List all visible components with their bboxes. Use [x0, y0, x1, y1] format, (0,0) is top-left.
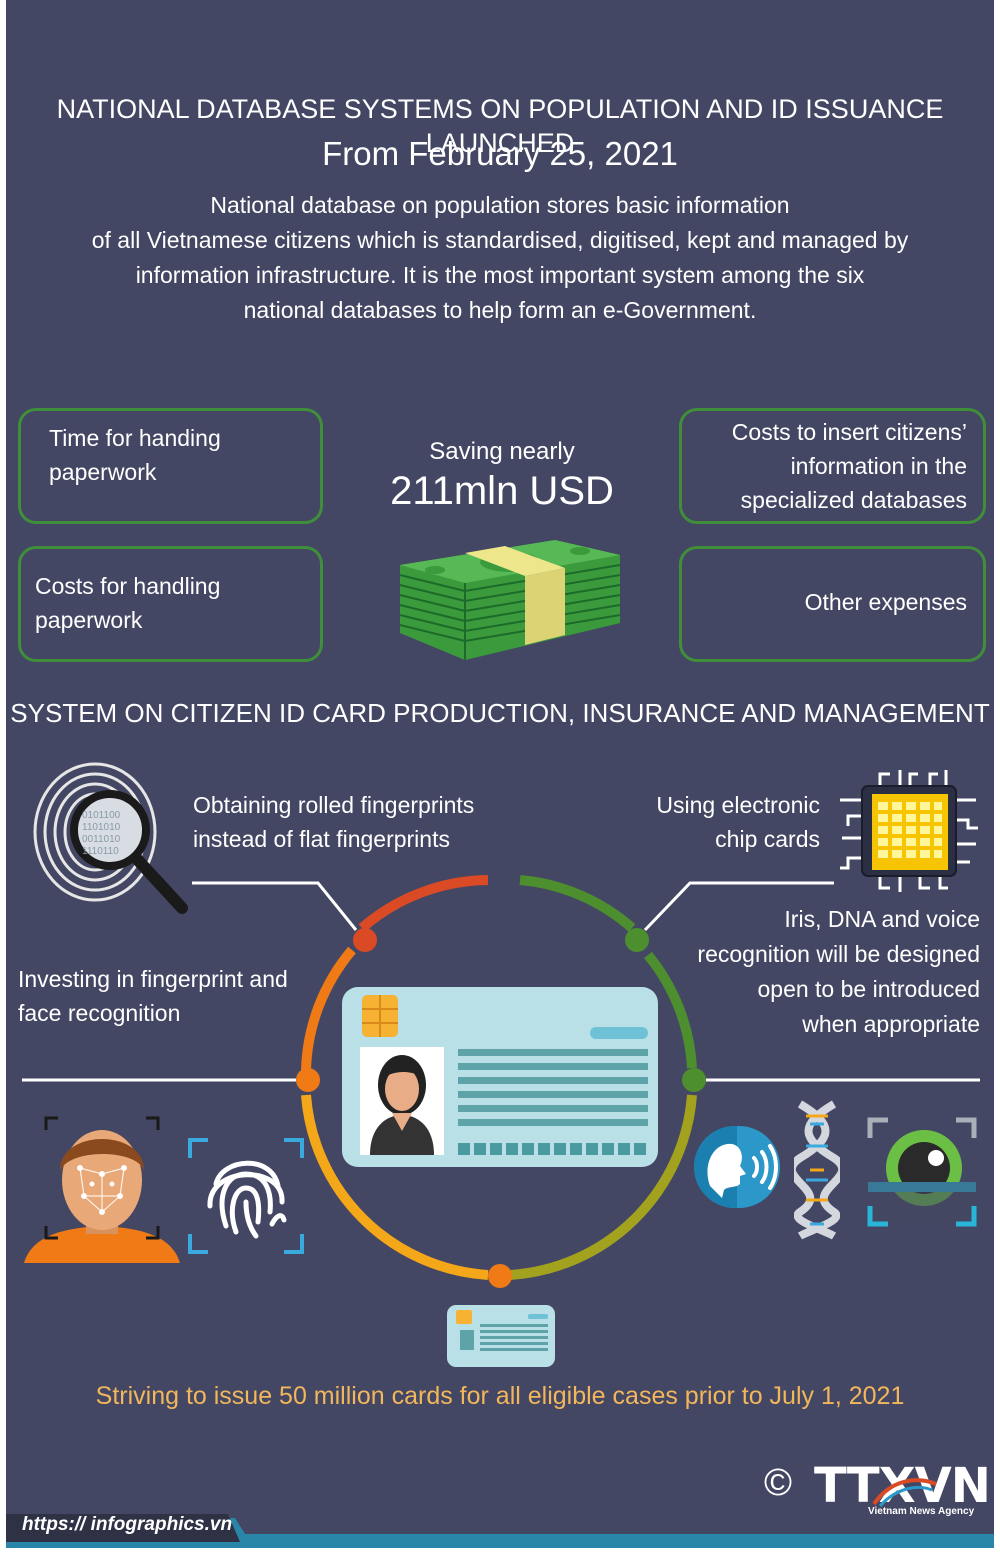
box-line: Other expenses [804, 589, 967, 615]
box-line: paperwork [35, 607, 143, 633]
box-line: specialized databases [740, 487, 967, 513]
ring-segment-green-right [644, 951, 697, 1069]
intro-line: National database on population stores b… [210, 192, 790, 218]
caption-line: face recognition [18, 1000, 181, 1026]
ring-segment-orange [301, 946, 356, 1071]
caption-line: Using electronic [656, 792, 820, 818]
caption-line: Investing in fingerprint and [18, 966, 288, 992]
ring-node [488, 1264, 512, 1288]
box-line: Costs to insert citizens’ [731, 419, 967, 445]
caption-line: open to be introduced [757, 976, 980, 1002]
ring-segment-olive [509, 1094, 697, 1280]
fingerprint-scan-icon [188, 1138, 304, 1254]
small-id-card-icon [447, 1305, 555, 1367]
voice-recognition-icon [694, 1126, 780, 1208]
intro-line: national databases to help form an e-Gov… [243, 297, 757, 323]
caption-line: when appropriate [802, 1011, 980, 1037]
chip-icon [840, 770, 978, 892]
ring-node [296, 1068, 320, 1092]
intro-paragraph: National database on population stores b… [6, 188, 994, 328]
saving-amount: 211mln USD [390, 469, 614, 513]
copyright-symbol: © [764, 1462, 792, 1504]
money-stack-icon [399, 540, 621, 660]
id-system-heading: SYSTEM ON CITIZEN ID CARD PRODUCTION, IN… [10, 698, 990, 728]
saving-box-database-costs: Costs to insert citizens’ information in… [679, 408, 986, 524]
iris-scan-icon [867, 1117, 977, 1227]
svg-text:0011010: 0011010 [82, 834, 121, 845]
biometrics-caption: Iris, DNA and voice recognition will be … [640, 902, 980, 1042]
saving-box-other-expenses: Other expenses [679, 546, 986, 662]
svg-text:1110110: 1110110 [82, 846, 119, 857]
saving-box-time-paperwork: Time for handing paperwork [18, 408, 323, 524]
ring-node [682, 1068, 706, 1092]
svg-text:0101100: 0101100 [82, 810, 121, 821]
caption-line: Obtaining rolled fingerprints [193, 792, 475, 818]
fingerprints-caption: Obtaining rolled fingerprints instead of… [193, 788, 474, 856]
intro-line: of all Vietnamese citizens which is stan… [91, 227, 909, 253]
dna-icon [794, 1100, 840, 1240]
ring-node [625, 928, 649, 952]
logo-swoosh-icon [872, 1478, 937, 1508]
website-link[interactable]: https:// infographics.vn [22, 1514, 233, 1535]
ring-segment-red [358, 875, 489, 932]
footer-bar [6, 1514, 994, 1548]
face-scan-icon [24, 1116, 180, 1263]
ring-segment-green-top [519, 875, 636, 932]
caption-line: Iris, DNA and voice [784, 906, 980, 932]
intro-line: information infrastructure. It is the mo… [135, 262, 865, 288]
caption-line: recognition will be designed [697, 941, 980, 967]
box-line: Time for handing [49, 425, 221, 451]
background-panel [6, 0, 994, 1548]
connector-line [643, 881, 834, 932]
box-line: Costs for handling [35, 573, 221, 599]
page-title: NATIONAL DATABASE SYSTEMS ON POPULATION … [56, 94, 944, 158]
connector-line [192, 881, 358, 931]
face-recognition-caption: Investing in fingerprint and face recogn… [18, 962, 288, 1030]
fingerprint-magnifier-icon: 0101100 1101010 0011010 1110110 [33, 762, 188, 914]
svg-text:1101010: 1101010 [82, 822, 121, 833]
saving-box-handling-paperwork: Costs for handling paperwork [18, 546, 323, 662]
ttxvn-logo: TTXVN [814, 1458, 991, 1514]
chip-caption: Using electronic chip cards [600, 788, 820, 856]
caption-line: chip cards [715, 826, 820, 852]
saving-label: Saving nearly [429, 438, 575, 465]
citizen-id-card-icon [342, 987, 658, 1167]
launch-date: From February 25, 2021 [322, 135, 678, 172]
box-line: information in the [790, 453, 967, 479]
ring-segment-yellow [301, 1094, 489, 1280]
agency-name: Vietnam News Agency [868, 1506, 975, 1517]
issuance-goal: Striving to issue 50 million cards for a… [95, 1382, 905, 1410]
caption-line: instead of flat fingerprints [193, 826, 450, 852]
box-line: paperwork [49, 459, 157, 485]
ring-node [353, 928, 377, 952]
